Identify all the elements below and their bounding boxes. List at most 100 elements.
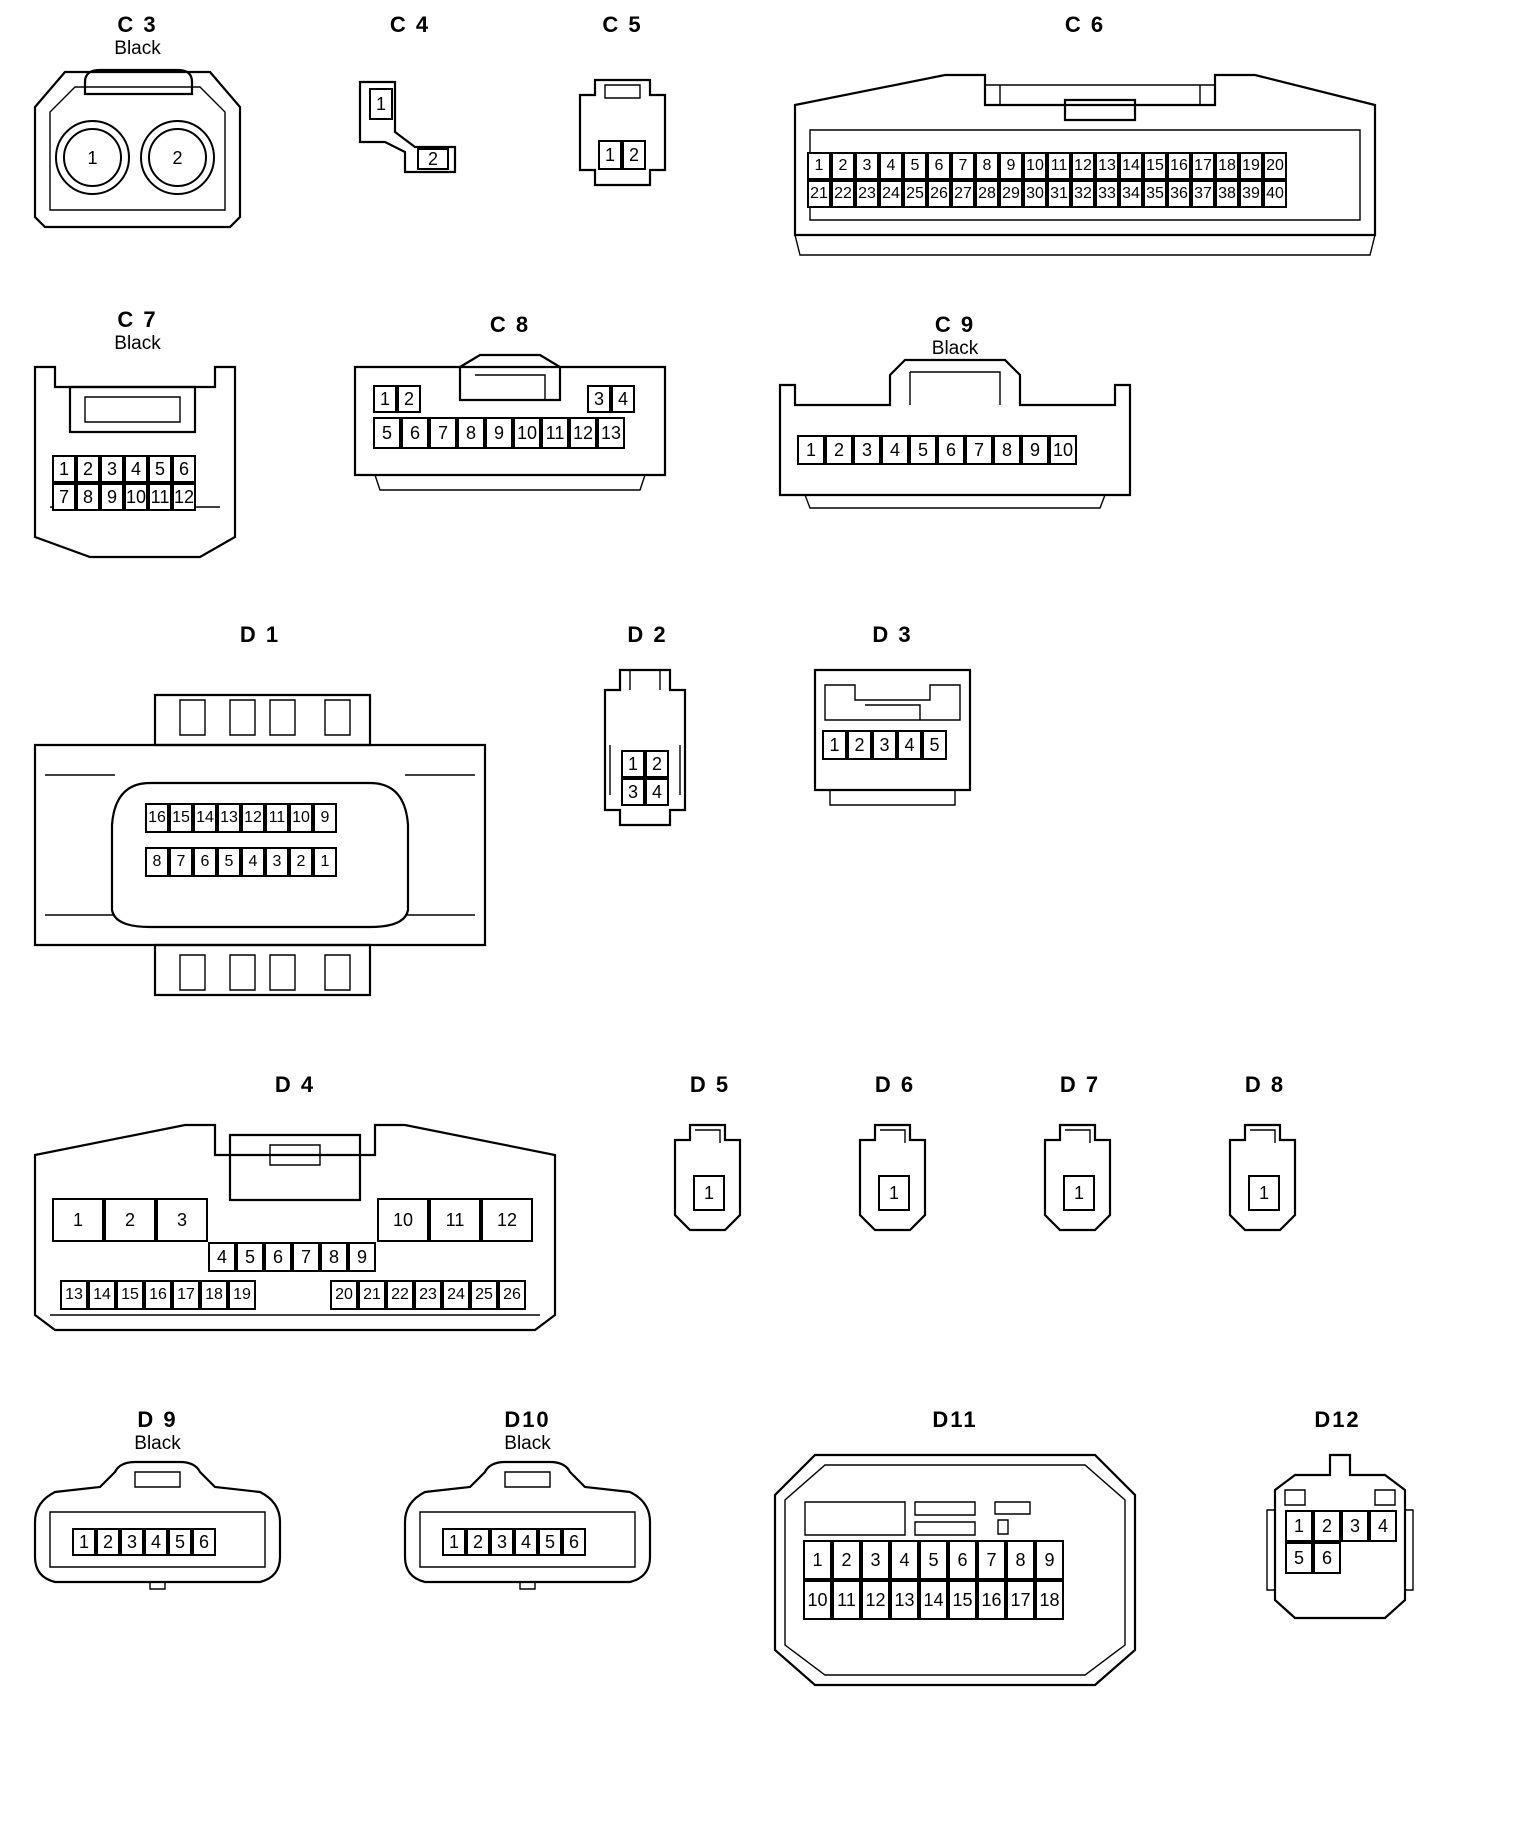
connector-housing [813,668,972,806]
pin: 24 [879,180,903,208]
pin: 2 [645,750,669,778]
connector-id: D12 [1314,1407,1361,1432]
pin: 8 [457,417,485,449]
connector-id: D 1 [239,622,281,647]
pin: 17 [172,1280,200,1310]
connector-id: D 2 [627,622,668,647]
pin: 2 [466,1528,490,1556]
pin: 3 [621,778,645,806]
pin: 4 [124,455,148,483]
pin: 4 [611,385,635,413]
connector-color: Black [134,1433,181,1454]
pin: 1 [693,1175,725,1211]
pin: 4 [879,152,903,180]
pin: 5 [1285,1542,1313,1574]
pin: 6 [927,152,951,180]
pin: 18 [1035,1580,1064,1620]
connector-housing [578,78,667,187]
pin: 1 [373,385,397,413]
pin: 13 [217,803,241,833]
pin: 10 [1023,152,1047,180]
connector-c4: C 4 1 2 [355,10,465,174]
pin: 11 [429,1198,481,1242]
pin: 16 [145,803,169,833]
pin: 5 [538,1528,562,1556]
connector-c3: C 3 Black 1 2 [30,10,245,229]
connector-housing [403,1460,652,1590]
pin: 23 [855,180,879,208]
pin: 16 [144,1280,172,1310]
pin: 31 [1047,180,1071,208]
pin: 10 [513,417,541,449]
pin: 1 [797,435,825,465]
pin: 13 [60,1280,88,1310]
pin: 19 [228,1280,256,1310]
pin: 4 [514,1528,538,1556]
connector-housing [353,353,667,491]
pin: 9 [1021,435,1049,465]
connector-id: D11 [932,1407,978,1432]
pin: 6 [948,1540,977,1580]
pin: 7 [52,483,76,511]
pin: 16 [977,1580,1006,1620]
pin: 1 [807,152,831,180]
pin: 33 [1095,180,1119,208]
pin: 9 [100,483,124,511]
pin: 8 [145,847,169,877]
pin: 10 [1049,435,1077,465]
pin: 8 [320,1242,348,1272]
pin: 3 [265,847,289,877]
connector-id: C 5 [602,12,643,37]
pin: 6 [172,455,196,483]
pin: 1 [822,730,847,760]
pin: 22 [831,180,855,208]
pin: 2 [825,435,853,465]
connector-d7: D 7 1 [1035,1070,1125,1240]
pin: 18 [200,1280,228,1310]
pin: 7 [429,417,457,449]
pin: 5 [217,847,241,877]
pin: 7 [965,435,993,465]
pin: 26 [927,180,951,208]
connector-housing [858,1123,927,1232]
pin: 6 [937,435,965,465]
connector-id: D 9 [137,1407,178,1432]
pin: 12 [1071,152,1095,180]
pin: 20 [330,1280,358,1310]
connector-id: D 7 [1059,1072,1101,1097]
pin: 14 [88,1280,116,1310]
pin: 2 [832,1540,861,1580]
pin: 30 [1023,180,1047,208]
pin: 1 [621,750,645,778]
pin: 17 [1191,152,1215,180]
pin: 15 [116,1280,144,1310]
connector-housing [358,80,457,174]
pin: 1 [878,1175,910,1211]
pin: 10 [803,1580,832,1620]
pin: 2 [397,385,421,413]
connector-id: D 8 [1244,1072,1286,1097]
pin: 27 [951,180,975,208]
pin: 18 [1215,152,1239,180]
pin: 12 [241,803,265,833]
pin: 8 [76,483,100,511]
pin: 6 [1313,1542,1341,1574]
pin: 1 [1063,1175,1095,1211]
